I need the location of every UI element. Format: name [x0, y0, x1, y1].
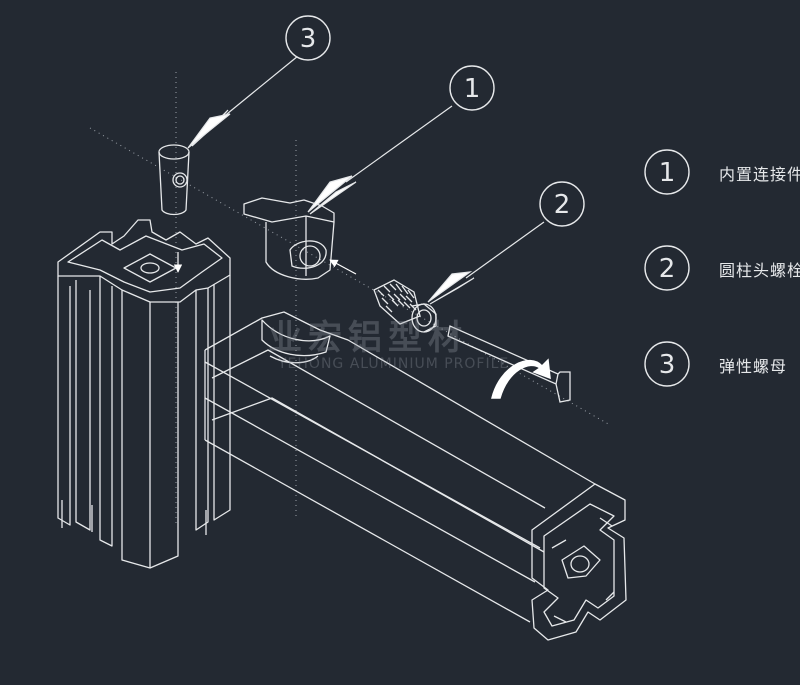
cap-screw: [373, 279, 437, 333]
callout-number-2-drawing: 2: [554, 190, 571, 220]
screw-arrow: [329, 259, 357, 275]
legend-number-2: 2: [659, 254, 676, 284]
legend-label-inner-connector: 内置连接件: [719, 165, 800, 184]
callout-number-1-drawing: 1: [464, 74, 481, 104]
callout-number-3-drawing: 3: [300, 24, 317, 54]
callout-circle-1-drawing: [449, 65, 495, 111]
legend-circle-2: [644, 245, 690, 291]
callout-circle-2-drawing: [539, 181, 585, 227]
legend-number-3: 3: [659, 350, 676, 380]
legend-label-elastic-nut: 弹性螺母: [719, 357, 788, 376]
legend-label-cap-screw: 圆柱头螺栓: [719, 261, 800, 280]
inner-connector: [243, 197, 335, 280]
watermark-english: YEHONG ALUMINIUM PROFILE: [278, 356, 510, 372]
elastic-nut: [158, 144, 190, 216]
callout-circles: [285, 15, 585, 227]
legend-circles: [644, 149, 690, 387]
legend-circle-3: [644, 341, 690, 387]
callout-numbers: 3 1 2: [300, 24, 571, 220]
center-lines: [89, 72, 611, 525]
leader-lines: [187, 55, 545, 305]
legend-number-1: 1: [659, 158, 676, 188]
watermark-chinese: 业宏铝型材: [268, 318, 468, 358]
rotation-arrow: [491, 358, 551, 399]
vertical-profile: [57, 219, 231, 569]
callout-circle-3-drawing: [285, 15, 331, 61]
legend-circle-1: [644, 149, 690, 195]
horizontal-profile: [204, 311, 627, 641]
legend-numbers: 1 2 3: [659, 158, 676, 380]
